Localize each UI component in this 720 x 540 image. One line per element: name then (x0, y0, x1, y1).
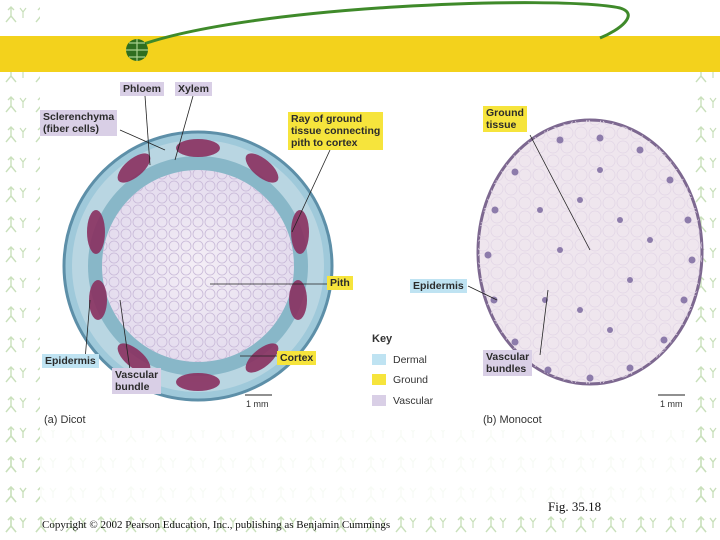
label-vascular-bundles: Vascular bundles (483, 350, 532, 376)
label-epidermis-monocot: Epidermis (410, 279, 467, 293)
monocot-scale-label: 1 mm (660, 399, 683, 409)
key-swatch-vascular (372, 395, 386, 406)
label-pith: Pith (327, 276, 353, 290)
caption-dicot: (a) Dicot (44, 414, 86, 426)
label-cortex: Cortex (277, 351, 316, 365)
copyright-text: Copyright © 2002 Pearson Education, Inc.… (42, 519, 390, 531)
label-epidermis-dicot: Epidermis (42, 354, 99, 368)
figure-label: Fig. 35.18 (548, 499, 601, 515)
label-phloem: Phloem (120, 82, 164, 96)
globe-ornament (126, 39, 148, 61)
key-swatch-dermal (372, 354, 386, 365)
key-swatch-ground (372, 374, 386, 385)
key-title: Key (372, 333, 392, 345)
label-vascular-bundle: Vascular bundle (112, 368, 161, 394)
caption-monocot: (b) Monocot (483, 414, 542, 426)
key-label-dermal: Dermal (393, 354, 427, 366)
label-ground-tissue: Ground tissue (483, 106, 527, 132)
label-sclerenchyma: Sclerenchyma (fiber cells) (40, 110, 117, 136)
label-xylem: Xylem (175, 82, 212, 96)
monocot-stem-section (478, 120, 702, 384)
key-label-vascular: Vascular (393, 395, 433, 407)
key-label-ground: Ground (393, 374, 428, 386)
dicot-scale-label: 1 mm (246, 399, 269, 409)
label-ray: Ray of ground tissue connecting pith to … (288, 112, 383, 150)
